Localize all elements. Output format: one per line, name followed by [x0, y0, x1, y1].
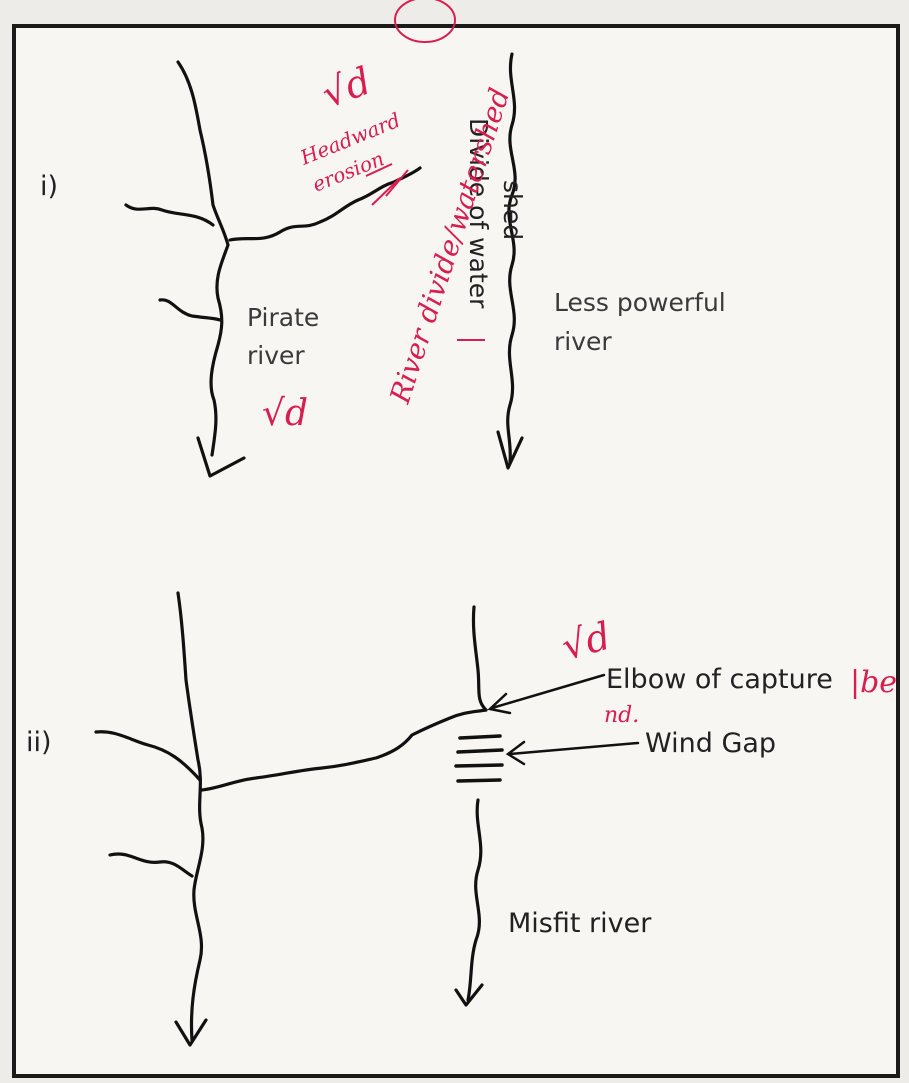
elbow-of-capture-label: Elbow of capture	[606, 664, 833, 695]
panel-i-marker: i)	[40, 171, 58, 202]
less-powerful-river-label-line1: Less powerful	[554, 288, 726, 317]
check-mark-2: √d	[262, 393, 308, 434]
red-scribble: nd.	[604, 703, 639, 728]
bend-note: |be	[850, 665, 897, 700]
misfit-river-label: Misfit river	[508, 908, 652, 939]
wind-gap-label: Wind Gap	[645, 728, 776, 759]
pirate-river-label-line1: Pirate	[247, 303, 319, 332]
pirate-river-label-line2: river	[247, 341, 305, 370]
panel-ii-marker: ii)	[26, 727, 52, 758]
divide-label-line2: shed	[498, 180, 527, 240]
less-powerful-river-label-line2: river	[554, 327, 612, 356]
